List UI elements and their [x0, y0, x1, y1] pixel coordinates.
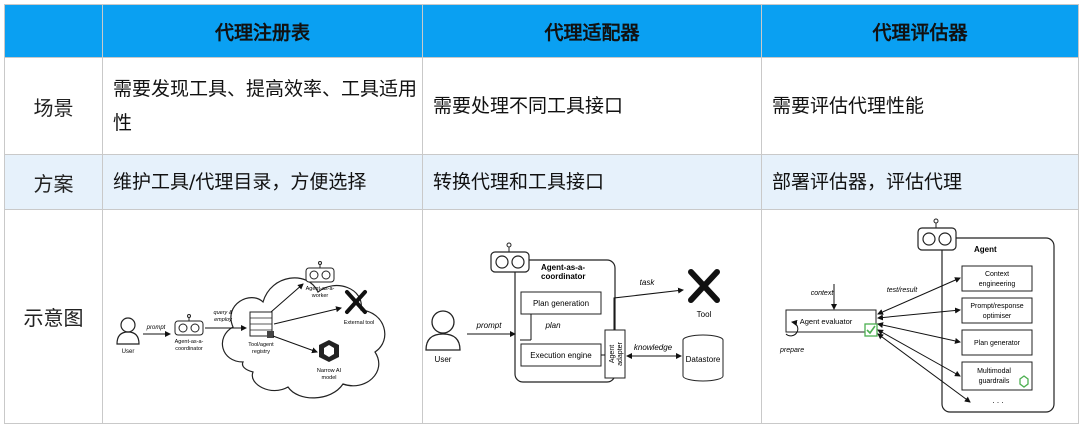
narrow-ai-label-2: model [322, 375, 337, 381]
context-label: context [811, 290, 835, 297]
registry-label-1: Tool/agent [248, 342, 274, 348]
module-prompt-label-2: optimiser [983, 313, 1012, 320]
header-corner [4, 4, 103, 58]
datastore-label: Datastore [686, 355, 721, 364]
coordinator-label-2: coordinator [175, 346, 203, 352]
adapter-label-1: Agent [609, 344, 616, 362]
checkmark-icon [864, 322, 878, 337]
more-modules-label: . . . [992, 396, 1003, 405]
cube-icon [319, 339, 339, 362]
adapter-box [604, 329, 626, 378]
coordinator-label-2: coordinator [541, 272, 585, 281]
header-row: 代理注册表 代理适配器 代理评估器 [4, 4, 1079, 58]
module-prompt-box [961, 297, 1033, 323]
tool-label: Tool [697, 310, 712, 319]
worker-label-1: Agent-as-a- [306, 286, 335, 292]
module-prompt-label-1: Prompt/response [970, 303, 1023, 310]
agent-label: Agent [974, 245, 997, 254]
scenario-registry: 需要发现工具、提高效率、工具适用性 [102, 57, 423, 155]
module-plan-label: Plan generator [974, 340, 1021, 347]
row-label-diagram: 示意图 [4, 209, 103, 424]
module-guardrails-box [961, 361, 1033, 390]
cloud-shape [221, 276, 386, 398]
solution-row: 方案 维护工具/代理目录，方便选择 转换代理和工具接口 部署评估器，评估代理 [4, 154, 1079, 210]
user-label: User [122, 349, 135, 355]
plan-generation-label: Plan generation [533, 299, 589, 308]
execution-engine-label: Execution engine [530, 351, 592, 360]
registry-icon [249, 311, 274, 338]
coordinator-label-1: Agent-as-a- [175, 339, 204, 345]
diagram-registry-cell: User prompt Agent-as-a- coordinator quer [102, 209, 423, 424]
header-agent-registry: 代理注册表 [102, 4, 423, 58]
worker-label-2: worker [311, 293, 329, 299]
scenario-evaluator: 需要评估代理性能 [761, 57, 1079, 155]
diagram-evaluator-cell: Agent Context engineering Prompt/respons… [761, 209, 1079, 424]
diagram-row: 示意图 User prompt [4, 209, 1079, 424]
user-label: User [435, 355, 452, 364]
evaluator-box [785, 309, 877, 332]
adapter-diagram: User prompt Agent-as-a- coordinator [425, 242, 724, 383]
checkmark-tick [866, 325, 876, 334]
solution-evaluator: 部署评估器，评估代理 [761, 154, 1079, 210]
registry-diagram: User prompt Agent-as-a- coordinator quer [116, 260, 386, 398]
solution-registry: 维护工具/代理目录，方便选择 [102, 154, 423, 210]
module-context-label-1: Context [985, 271, 1009, 278]
query-label-1: query & [214, 310, 233, 316]
scenario-row: 场景 需要发现工具、提高效率、工具适用性 需要处理不同工具接口 需要评估代理性能 [4, 57, 1079, 155]
prompt-label: prompt [476, 321, 503, 330]
module-context-label-2: engineering [979, 281, 1016, 288]
narrow-ai-label-1: Narrow AI [317, 368, 342, 374]
module-guardrails-label-1: Multimodal [977, 368, 1011, 375]
robot-icon [917, 218, 957, 251]
user-icon [425, 309, 461, 351]
scenario-adapter: 需要处理不同工具接口 [422, 57, 762, 155]
knowledge-label: knowledge [634, 343, 673, 352]
external-tool-label: External tool [344, 320, 375, 326]
robot-icon [174, 313, 204, 335]
database-icon [682, 334, 724, 381]
row-label-solution: 方案 [4, 154, 103, 210]
pattern-table: 代理注册表 代理适配器 代理评估器 场景 需要发现工具、提高效率、工具适用性 需… [4, 4, 1079, 424]
plan-generation-box [520, 291, 602, 314]
module-plan-box [961, 329, 1033, 355]
header-agent-adapter: 代理适配器 [422, 4, 762, 58]
task-label: task [640, 278, 656, 287]
evaluator-label: Agent evaluator [800, 317, 853, 326]
row-label-scenario: 场景 [4, 57, 103, 155]
tools-icon [345, 289, 367, 314]
user-icon [116, 316, 140, 345]
coordinator-container [514, 258, 616, 383]
tools-icon [688, 268, 720, 303]
guardrail-shield-icon [1019, 374, 1029, 388]
diagram-adapter-cell: User prompt Agent-as-a- coordinator [422, 209, 762, 424]
header-agent-evaluator: 代理评估器 [761, 4, 1079, 58]
solution-adapter: 转换代理和工具接口 [422, 154, 762, 210]
robot-icon [490, 242, 530, 273]
module-guardrails-label-2: guardrails [979, 378, 1010, 385]
prompt-label: prompt [146, 325, 166, 331]
worker-robot-icon [305, 260, 335, 282]
module-context-box [961, 265, 1033, 291]
plan-label: plan [544, 321, 561, 330]
adapter-label-2: adapter [617, 341, 624, 365]
prepare-label: prepare [779, 347, 804, 354]
registry-label-2: registry [252, 349, 270, 355]
prepare-loop [785, 319, 799, 336]
query-label-2: employ [214, 317, 233, 323]
evaluator-diagram: Agent Context engineering Prompt/respons… [779, 218, 1055, 413]
test-result-label: test/result [887, 287, 918, 294]
coordinator-label-1: Agent-as-a- [541, 263, 585, 272]
